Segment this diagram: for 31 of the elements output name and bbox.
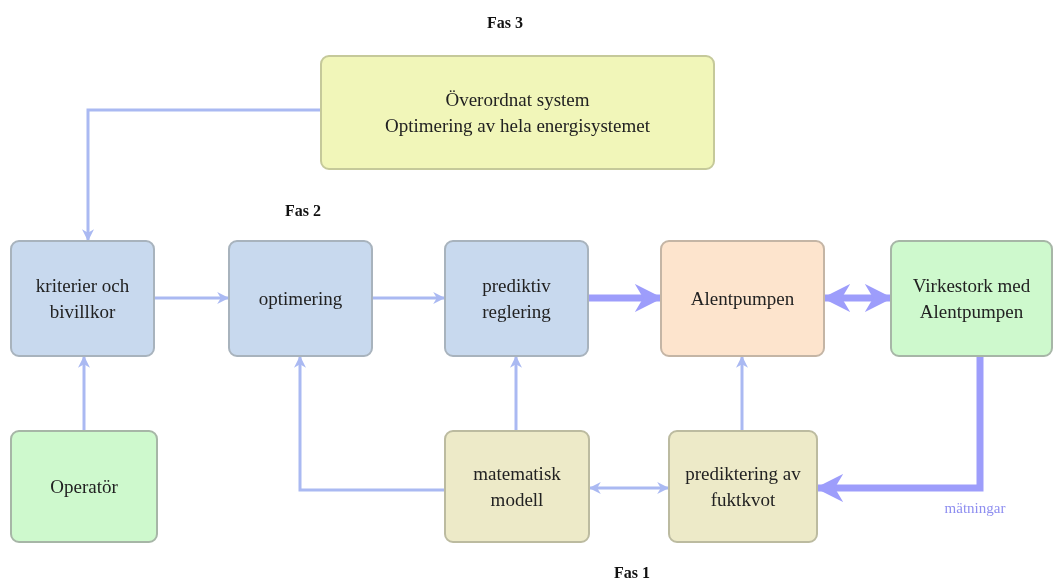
- arrow: [588, 482, 670, 494]
- arrow: [78, 355, 90, 430]
- node-text: prediktering av fuktkvot: [684, 461, 802, 512]
- node-text: Optimering av hela energisystemet: [384, 113, 650, 138]
- arrow: [294, 355, 444, 492]
- process-box: [668, 430, 818, 543]
- node-text: Alentpumpen: [690, 286, 795, 311]
- node-text: kriterier och bivillkor: [34, 273, 131, 324]
- node-text: Operatör: [50, 474, 118, 499]
- arrow: [736, 355, 748, 430]
- process-box: [444, 240, 589, 357]
- arrow: [373, 292, 446, 304]
- phase-label: Fas 2: [285, 202, 321, 220]
- phase-label: Fas 3: [487, 14, 523, 32]
- process-box: [228, 240, 373, 357]
- process-box: [10, 240, 155, 357]
- arrow: [510, 355, 522, 430]
- phase-label: Fas 1: [614, 564, 650, 582]
- process-box: [660, 240, 825, 357]
- arrow: [82, 108, 320, 242]
- node-text: prediktiv reglering: [481, 273, 552, 324]
- node-text: optimering: [258, 286, 343, 311]
- edge-label: mätningar: [944, 500, 1006, 517]
- process-box: [10, 430, 158, 543]
- process-box: [320, 55, 715, 170]
- node-text: Överordnat system: [445, 87, 590, 112]
- process-box: [890, 240, 1053, 357]
- node-text: matematisk modell: [472, 461, 562, 512]
- arrow: [155, 292, 230, 304]
- process-box: [444, 430, 590, 543]
- node-text: Virkestork med Alentpumpen: [911, 273, 1032, 324]
